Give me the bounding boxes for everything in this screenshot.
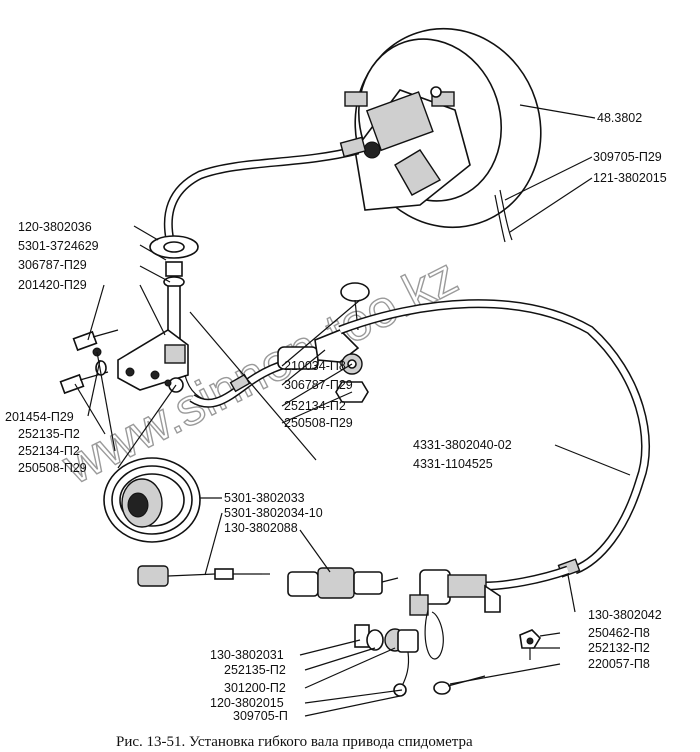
bracket-assembly xyxy=(117,261,226,402)
pulley xyxy=(103,457,201,543)
label-250462-p8: 250462-П8 xyxy=(588,626,650,640)
label-201454-p29: 201454-П29 xyxy=(5,410,74,424)
label-5301-3802034-10: 5301-3802034-10 xyxy=(224,506,323,520)
label-201420-p29: 201420-П29 xyxy=(18,278,87,292)
label-121-3802015: 121-3802015 xyxy=(593,171,667,185)
speedometer xyxy=(344,27,542,229)
label-130-3802042: 130-3802042 xyxy=(588,608,662,622)
label-252132-p2: 252132-П2 xyxy=(588,641,650,655)
label-252135-p2-left: 252135-П2 xyxy=(18,427,80,441)
label-4331-3802040-02: 4331-3802040-02 xyxy=(413,438,512,452)
label-130-3802031: 130-3802031 xyxy=(210,648,284,662)
grommet xyxy=(149,235,199,259)
label-309705-p29-top: 309705-П29 xyxy=(593,150,662,164)
bottom-small-assembly xyxy=(354,624,419,697)
upper-cable xyxy=(163,136,367,241)
figure-caption: Рис. 13-51. Установка гибкого вала приво… xyxy=(116,734,473,750)
label-306787-p29-left: 306787-П29 xyxy=(18,258,87,272)
label-210034-p8: 210034-П8 xyxy=(284,359,346,373)
label-5301-3802033: 5301-3802033 xyxy=(224,491,305,505)
label-4331-1104525: 4331-1104525 xyxy=(413,457,493,471)
label-120-3802036: 120-3802036 xyxy=(18,220,92,234)
label-220057-p8: 220057-П8 xyxy=(588,657,650,671)
label-309705-p-bottom: 309705-П xyxy=(233,709,288,723)
label-130-3802088: 130-3802088 xyxy=(224,521,298,535)
label-250508-p29-left: 250508-П29 xyxy=(18,461,87,475)
label-250508-p29-mid: 250508-П29 xyxy=(284,416,353,430)
shaft xyxy=(137,565,270,587)
label-252134-p2-mid: 252134-П2 xyxy=(284,399,346,413)
label-252134-p2-left: 252134-П2 xyxy=(18,444,80,458)
label-301200-p2: 301200-П2 xyxy=(224,681,286,695)
label-48-3802: 48.3802 xyxy=(597,111,642,125)
label-120-3802015: 120-3802015 xyxy=(210,696,284,710)
leader-lines xyxy=(74,104,631,717)
coupling xyxy=(287,567,399,599)
label-306787-p29-mid: 306787-П29 xyxy=(284,378,353,392)
label-5301-3724629: 5301-3724629 xyxy=(18,239,99,253)
drive-unit xyxy=(409,569,501,660)
label-252135-p2-bottom: 252135-П2 xyxy=(224,663,286,677)
